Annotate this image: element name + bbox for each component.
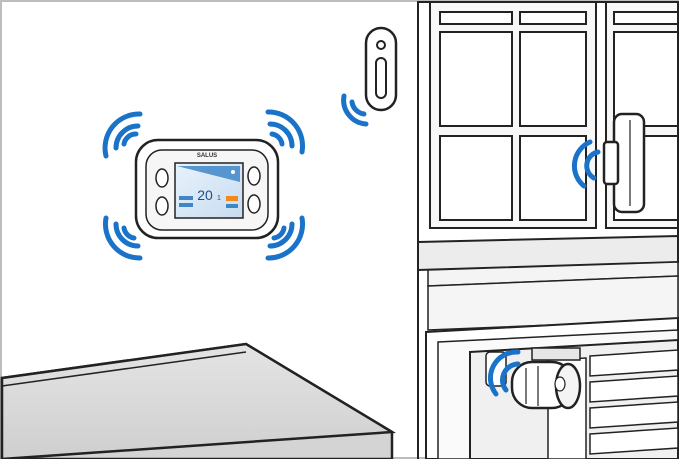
door-window-sensor-icon: [366, 28, 396, 110]
radiator-valve-icon: [512, 362, 580, 408]
thermostat-brand: SALUS: [197, 153, 217, 159]
window-panes-left: [440, 12, 586, 220]
thermostat-temperature-decimal: 1: [217, 195, 221, 202]
thermostat-temperature: 20: [197, 187, 213, 203]
